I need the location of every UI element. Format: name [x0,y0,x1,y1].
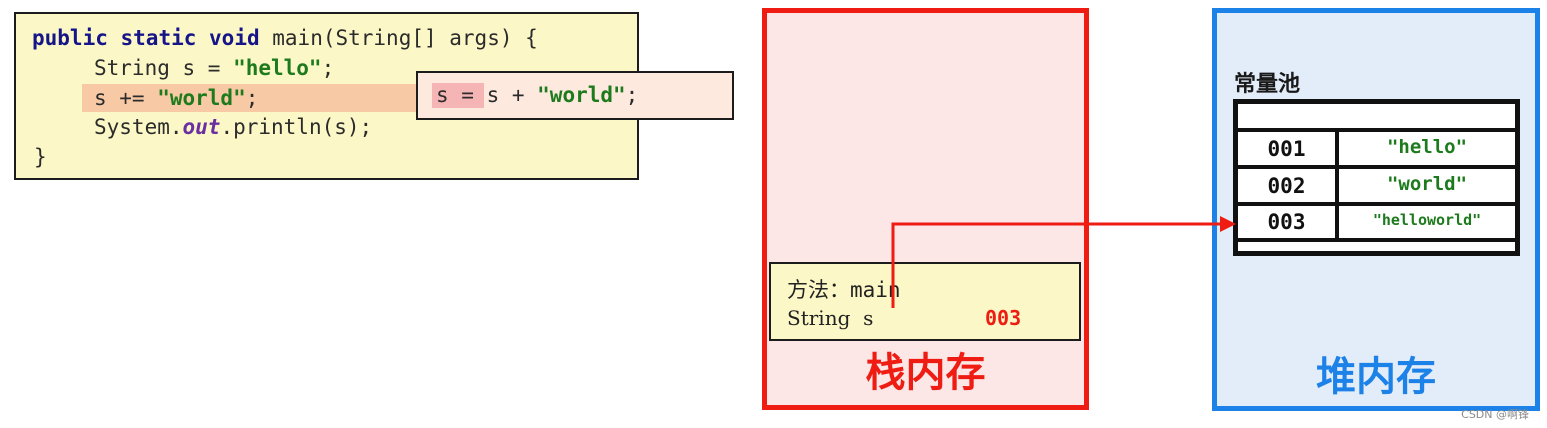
stack-memory-box [762,8,1089,410]
code-line-println: System.out.println(s); [94,113,372,141]
frame-label: 方法：main [787,278,901,302]
constant-pool-table: 001 "hello" 002 "world" 003 "helloworld" [1233,99,1520,256]
keyword-static: static [120,26,197,50]
watermark: CSDN @啊锋 [1461,408,1529,421]
variable-address-value: 003 [985,306,1022,330]
variable-declaration: String s [787,306,874,330]
method-signature: main(String[] args) { [272,26,538,50]
table-column-divider [1335,128,1339,242]
field-out: out [182,115,221,139]
pool-value: "world" [1386,172,1468,195]
arrow-head [1220,216,1236,232]
pool-address: 002 [1267,173,1306,198]
string-literal-world: "world" [157,86,246,110]
pool-address: 003 [1267,210,1306,234]
keyword-public: public [32,26,108,50]
table-divider [1238,128,1515,132]
semicolon: ; [321,56,335,80]
pool-value: "helloworld" [1372,211,1482,229]
code-line-close-brace: } [34,145,47,169]
highlighted-line [82,84,422,112]
table-divider [1238,165,1515,169]
arrow-line [891,222,1222,308]
expansion-highlight [432,83,484,108]
code-line-signature: public static void main(String[] args) { [32,24,538,52]
expansion-mid: s + [473,83,538,107]
expansion-code: s = s + "world"; [436,81,638,109]
pool-value: "hello" [1386,135,1468,158]
code-line-concat: s += "world"; [94,84,258,112]
println-prefix: System. [94,115,183,139]
println-suffix: .println(s); [220,115,373,139]
heap-memory-title: 堆内存 [1316,354,1436,400]
code-line-declaration: String s = "hello"; [94,54,334,82]
table-divider [1238,238,1515,242]
expansion-string-world: "world" [537,83,626,107]
expansion-lhs: s = [436,83,474,107]
expansion-box: s = s + "world"; [416,71,734,120]
method-frame: 方法：main String s 003 [769,262,1081,341]
keyword-void: void [209,26,260,50]
pool-address: 001 [1267,136,1306,161]
stack-memory-title: 栈内存 [865,350,986,396]
semicolon: ; [245,86,259,110]
constant-pool-label: 常量池 [1234,72,1301,97]
semicolon: ; [625,83,639,107]
string-literal-hello: "hello" [233,56,322,80]
declaration-text: String s = [94,56,234,80]
concat-text: s += [94,86,158,110]
table-divider [1238,202,1515,206]
